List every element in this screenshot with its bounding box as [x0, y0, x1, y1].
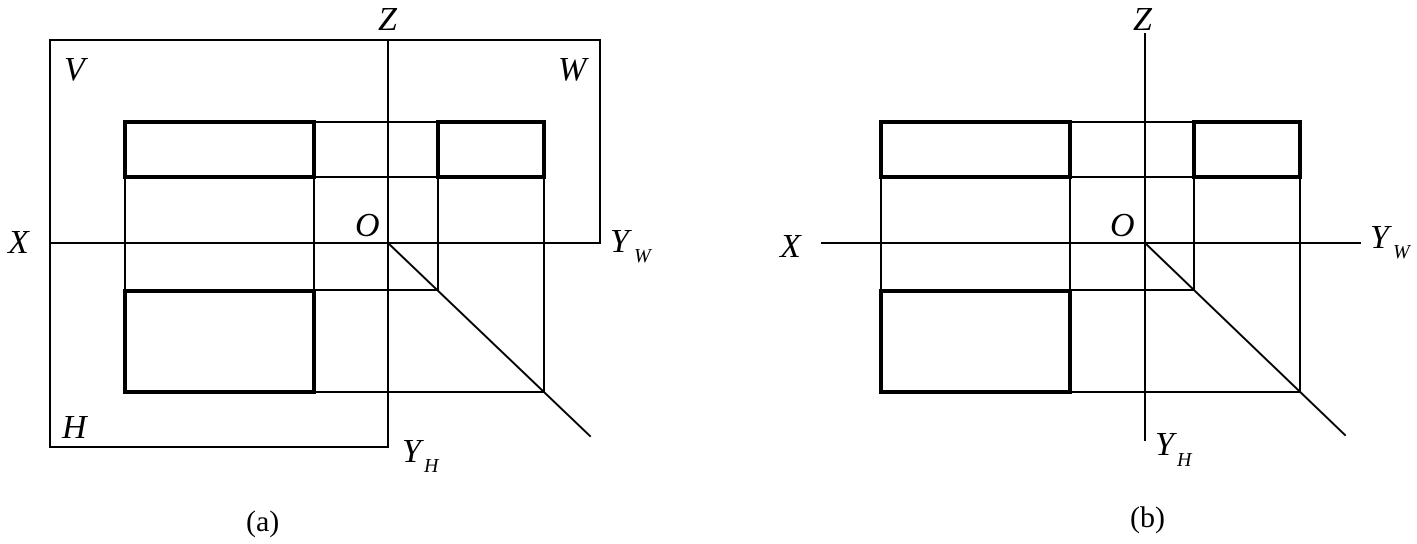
- yw-axis-subscript: W: [1393, 241, 1412, 263]
- vw-plane-border: [49, 39, 601, 244]
- panel-a: X Z O Y W Y H V W H (a): [6, 1, 653, 538]
- z-axis-label: Z: [1133, 1, 1153, 38]
- panel-b: X Z O Y W Y H (b): [778, 1, 1412, 534]
- yw-axis-subscript: W: [634, 245, 653, 267]
- caption-a: (a): [246, 505, 279, 538]
- x-axis-label: X: [6, 224, 30, 261]
- miter-line: [1143, 241, 1347, 437]
- front-view: [879, 120, 1072, 179]
- yw-axis-label: Y: [1370, 219, 1392, 256]
- yw-axis-label: Y: [610, 223, 632, 260]
- yh-axis-subscript: H: [423, 455, 440, 477]
- z-axis-label: Z: [378, 1, 398, 38]
- plane-h-label: H: [61, 409, 89, 446]
- x-axis-label: X: [778, 228, 802, 265]
- yh-axis-subscript: H: [1176, 449, 1193, 471]
- front-view: [123, 120, 316, 179]
- origin-label: O: [1110, 207, 1135, 244]
- plane-v-label: V: [64, 51, 89, 88]
- origin-label: O: [355, 207, 380, 244]
- top-view: [123, 289, 316, 394]
- plane-w-label: W: [558, 51, 589, 88]
- miter-line: [386, 241, 592, 438]
- top-view: [879, 289, 1072, 394]
- yh-axis-label: Y: [1155, 426, 1177, 463]
- yh-axis-label: Y: [402, 433, 424, 470]
- caption-b: (b): [1130, 501, 1165, 534]
- h-plane-border: [49, 242, 389, 448]
- side-view: [1192, 120, 1302, 179]
- side-view: [436, 120, 546, 179]
